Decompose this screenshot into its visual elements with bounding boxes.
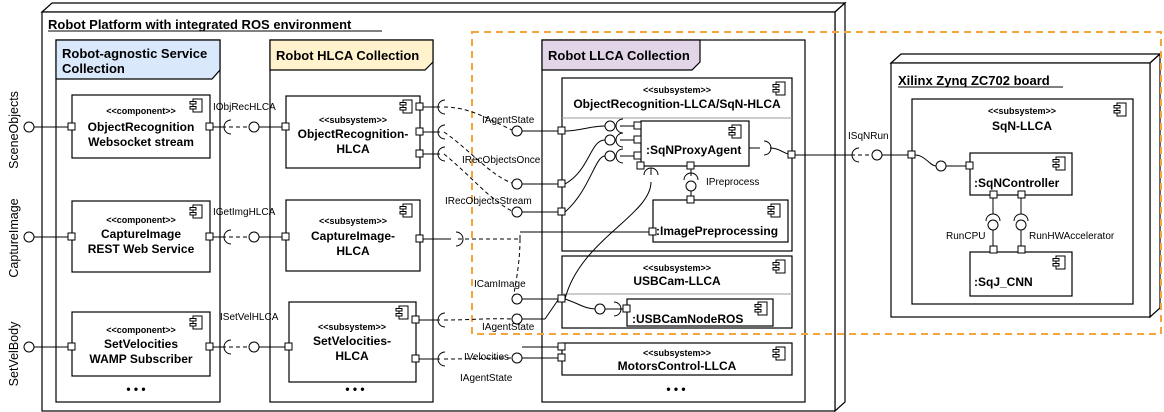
external-capture-image: CaptureImage: [7, 198, 21, 277]
iface-runhwaccelerator: RunHWAccelerator: [1029, 231, 1115, 242]
external-setvel-body: SetVelBody: [7, 321, 21, 386]
iface-runcpu: RunCPU: [946, 231, 985, 242]
iface-iagentstate-3: IAgentState: [460, 373, 513, 384]
subsystem-name-line2: HLCA: [336, 244, 370, 258]
subsystem-name-line1: ObjectRecognition-: [298, 127, 409, 141]
service-collection-more: • • •: [126, 382, 145, 396]
component-stereotype: <<component>>: [106, 106, 176, 116]
subsystem-stereotype: <<subsystem>>: [643, 85, 711, 95]
part-name: :SqNProxyAgent: [646, 143, 741, 157]
iface-ivelocities: IVelocities: [464, 352, 509, 363]
component-captureimage-rest: <<component>> CaptureImage REST Web Serv…: [71, 200, 211, 273]
subsystem-name-line2: HLCA: [335, 349, 369, 363]
iface-isqnrun: ISqNRun: [848, 131, 889, 142]
part-sqj-cnn: :SqJ_CNN: [969, 251, 1073, 297]
hlca-collection-more: • • •: [345, 382, 364, 396]
part-name: :SqNController: [974, 176, 1060, 190]
subsystem-name-line2: HLCA: [336, 142, 370, 156]
subsystem-stereotype: <<subsystem>>: [318, 322, 386, 332]
subsystem-setvelocities-hlca: <<subsystem>> SetVelocities- HLCA: [288, 301, 417, 383]
part-sqn-controller: :SqNController: [969, 152, 1073, 196]
iface-iobjrechlca: IObjRecHLCA: [213, 102, 276, 113]
llca-internal-connectors: IPreprocess: [564, 118, 796, 317]
iface-igetimghlca: IGetImgHLCA: [213, 207, 276, 218]
llca-collection-more: • • •: [666, 382, 685, 396]
platform-title: Robot Platform with integrated ROS envir…: [48, 17, 352, 32]
external-interfaces: SceneObjects CaptureImage SetVelBody: [7, 91, 76, 386]
subsystem-name-line1: CaptureImage-: [311, 229, 395, 243]
external-scene-objects: SceneObjects: [7, 91, 21, 169]
subsystem-stereotype: <<subsystem>>: [988, 106, 1056, 116]
hlca-to-llca-connectors: IAgentState IRecObjectsOnce IRecObjectsS…: [411, 99, 657, 384]
component-name-line1: ObjectRecognition: [88, 120, 195, 134]
subsystem-captureimage-hlca: <<subsystem>> CaptureImage- HLCA: [285, 199, 421, 272]
component-objrec-websocket: <<component>> ObjectRecognition Websocke…: [71, 94, 211, 159]
subsystem-name-line1: SetVelocities-: [313, 334, 391, 348]
component-name-line1: CaptureImage: [101, 227, 181, 241]
iface-isetvelhlca: ISetVelHLCA: [220, 312, 279, 323]
iface-iagentstate-1: IAgentState: [482, 115, 535, 126]
iface-iagentstate-2: IAgentState: [482, 322, 535, 333]
hlca-collection-title: Robot HLCA Collection: [276, 48, 419, 63]
subsystem-stereotype: <<subsystem>>: [643, 263, 711, 273]
iface-icamimage: ICamImage: [474, 279, 526, 290]
subsystem-name: MotorsControl-LLCA: [618, 359, 737, 373]
subsystem-name: USBCam-LLCA: [633, 274, 721, 288]
service-collection-title-line2: Collection: [62, 61, 125, 76]
subsystem-motorscontrol-llca: <<subsystem>> MotorsControl-LLCA: [561, 342, 793, 376]
llca-collection-title: Robot LLCA Collection: [548, 48, 690, 63]
component-setvelocities-wamp: <<component>> SetVelocities WAMP Subscri…: [71, 311, 211, 377]
iface-irecobjectsstream: IRecObjectsStream: [445, 196, 532, 207]
zynq-title: Xilinx Zynq ZC702 board: [898, 73, 1050, 88]
part-name: :USBCamNodeROS: [632, 312, 743, 326]
subsystem-stereotype: <<subsystem>>: [643, 348, 711, 358]
service-collection-title-line1: Robot-agnostic Service: [62, 46, 207, 61]
part-sqn-proxy-agent: :SqNProxyAgent: [640, 120, 750, 167]
subsystem-name: ObjectRecognition-LLCA/SqN-HLCA: [573, 97, 781, 111]
component-name-line2: REST Web Service: [88, 242, 195, 256]
part-usbcam-node-ros: :USBCamNodeROS: [626, 298, 774, 327]
subsystem-stereotype: <<subsystem>>: [319, 216, 387, 226]
component-stereotype: <<component>>: [106, 215, 176, 225]
iface-ipreprocess: IPreprocess: [706, 177, 759, 188]
subsystem-objrec-hlca: <<subsystem>> ObjectRecognition- HLCA: [285, 95, 421, 169]
part-image-preprocessing: :ImagePreprocessing: [652, 199, 789, 243]
highlight-region: [471, 31, 1162, 335]
component-name-line1: SetVelocities: [104, 337, 178, 351]
service-to-hlca-connectors: IObjRecHLCA IGetImgHLCA ISetVelHLCA: [205, 102, 293, 355]
iface-irecobjectsonce: IRecObjectsOnce: [462, 155, 541, 166]
part-name: :SqJ_CNN: [974, 275, 1033, 289]
subsystem-stereotype: <<subsystem>>: [319, 115, 387, 125]
component-stereotype: <<component>>: [106, 325, 176, 335]
llca-to-sqn-connector: ISqNRun RunCPU RunHWAccelerator: [795, 131, 1115, 254]
component-name-line2: Websocket stream: [88, 135, 194, 149]
subsystem-name: SqN-LLCA: [992, 119, 1052, 133]
part-name: :ImagePreprocessing: [656, 224, 778, 238]
component-name-line2: WAMP Subscriber: [89, 352, 192, 366]
